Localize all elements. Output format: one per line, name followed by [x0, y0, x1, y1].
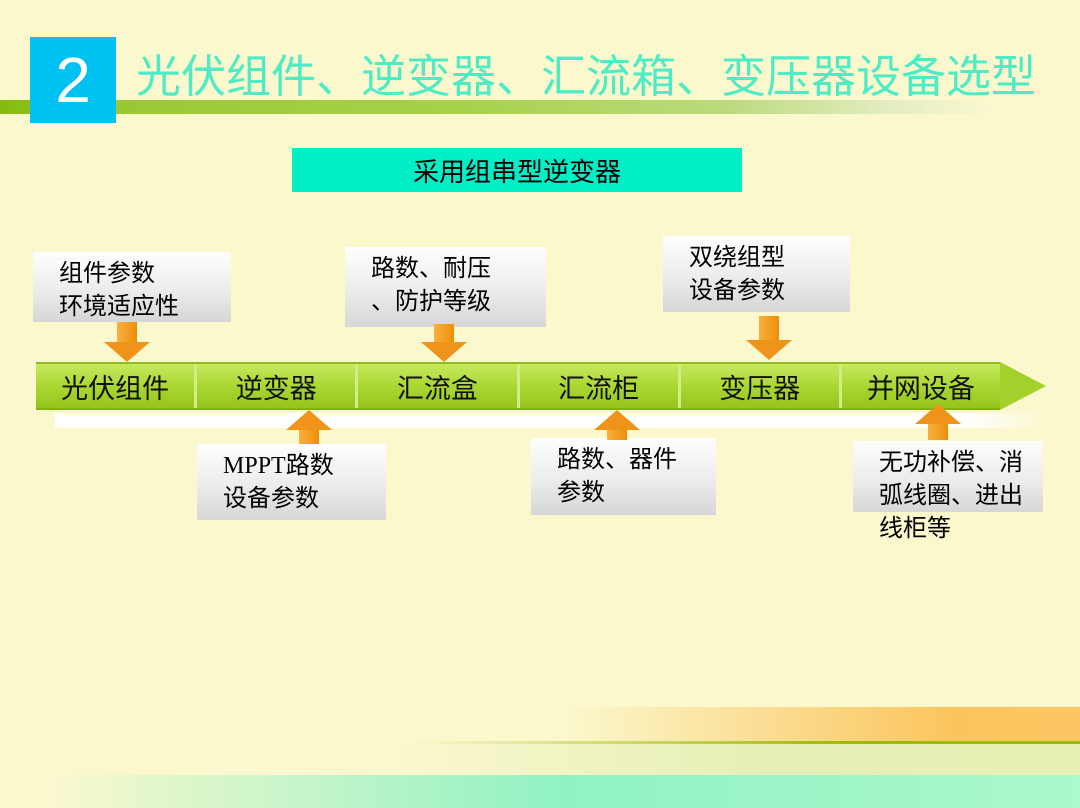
callout-top-module-params: 组件参数 环境适应性: [33, 252, 231, 322]
arrow-head: [421, 342, 467, 362]
arrow-shaft: [607, 430, 627, 440]
callout-line: 组件参数: [59, 261, 155, 287]
arrow-down-icon: [421, 324, 467, 362]
callout-line: 、防护等级: [371, 289, 491, 315]
flow-bar: 光伏组件 逆变器 汇流盒 汇流柜 变压器 并网设备: [36, 362, 1000, 410]
callout-bottom-circuit-params: 路数、器件 参数: [531, 438, 716, 515]
arrow-head: [915, 404, 961, 424]
callout-top-combiner-box-params: 路数、耐压 、防护等级: [345, 247, 546, 327]
arrow-up-icon: [594, 410, 640, 440]
flow-stage-inverter: 逆变器: [194, 364, 355, 408]
bottom-band-orange: [0, 707, 1080, 741]
callout-line: 设备参数: [223, 486, 319, 512]
arrow-shaft: [928, 424, 948, 440]
callout-line: 弧线圈、进出: [879, 483, 1023, 509]
flow-stage-grid-equipment: 并网设备: [838, 364, 1000, 408]
page-number-box: 2: [30, 37, 116, 123]
callout-line: 无功补偿、消: [879, 450, 1023, 476]
page-title: 光伏组件、逆变器、汇流箱、变压器设备选型: [136, 52, 1037, 102]
flow-stage-combiner-cabinet: 汇流柜: [516, 364, 678, 408]
callout-line: 线柜等: [879, 516, 951, 542]
arrow-up-icon: [286, 410, 332, 444]
flow-arrow-tip: [1000, 362, 1046, 410]
arrow-down-icon: [104, 322, 150, 362]
arrow-shaft: [759, 316, 779, 340]
flow-stage-transformer: 变压器: [677, 364, 839, 408]
flow-stage-combiner-box: 汇流盒: [355, 364, 516, 408]
arrow-shaft: [434, 324, 454, 342]
bottom-band-mint: [0, 775, 1080, 808]
arrow-shaft: [117, 322, 137, 342]
page-number: 2: [55, 44, 91, 116]
arrow-head: [286, 410, 332, 430]
arrow-up-icon: [915, 404, 961, 440]
callout-line: 双绕组型: [689, 245, 785, 271]
arrow-head: [746, 340, 792, 360]
callout-line: MPPT路数: [223, 453, 334, 479]
banner-label: 采用组串型逆变器: [412, 157, 621, 187]
callout-bottom-grid-equipment-params: 无功补偿、消 弧线圈、进出 线柜等: [853, 441, 1043, 542]
callout-line: 环境适应性: [59, 294, 179, 320]
flow-stage-pv-module: 光伏组件: [61, 373, 170, 404]
bottom-band-sage: [0, 744, 1080, 775]
callout-line: 路数、器件: [557, 447, 677, 473]
callout-top-transformer-params: 双绕组型 设备参数: [663, 236, 850, 312]
arrow-down-icon: [746, 316, 792, 360]
callout-line: 参数: [557, 480, 605, 506]
arrow-head: [104, 342, 150, 362]
callout-line: 设备参数: [689, 278, 785, 304]
arrow-shaft: [299, 430, 319, 444]
banner: 采用组串型逆变器: [292, 148, 742, 192]
callout-bottom-mppt-params: MPPT路数 设备参数: [197, 444, 386, 520]
bottom-band-green-line: [0, 741, 1080, 744]
callout-line: 路数、耐压: [371, 256, 491, 282]
flow-bar-reflection: [55, 413, 1043, 428]
arrow-head: [594, 410, 640, 430]
title-underline: [0, 100, 1012, 114]
